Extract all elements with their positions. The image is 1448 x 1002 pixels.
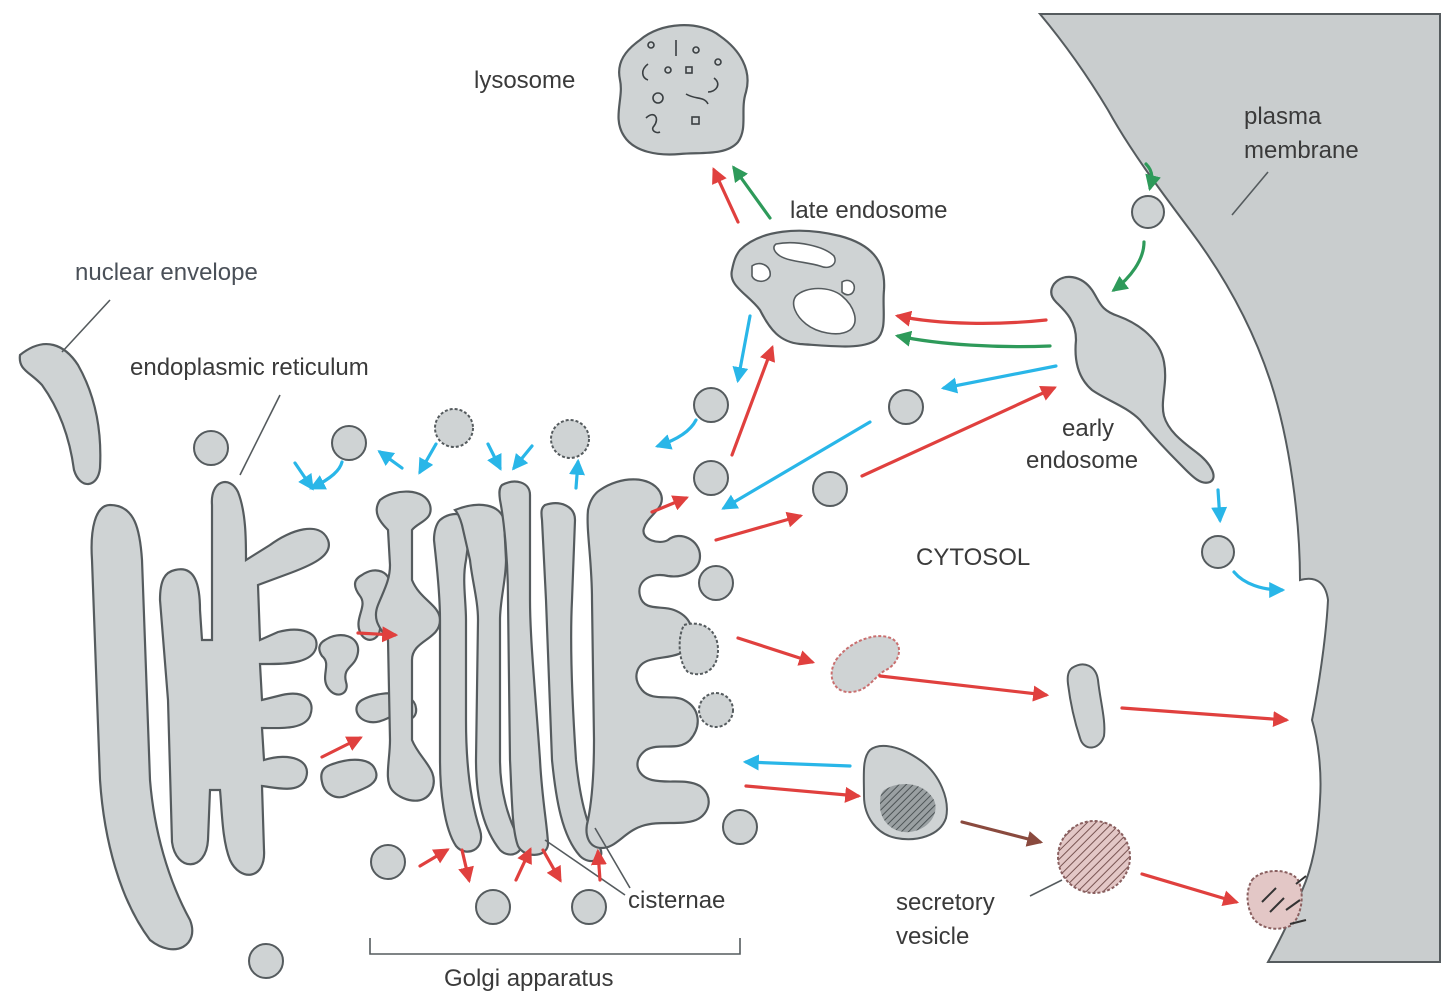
secretory-vesicle-leader	[1030, 880, 1062, 896]
nuclear-envelope-label: nuclear envelope	[75, 259, 258, 286]
endoplasmic-reticulum	[92, 482, 329, 949]
late-endosome-label: late endosome	[790, 197, 947, 224]
endoplasmic-reticulum-leader	[240, 395, 280, 475]
golgi-bracket	[370, 938, 740, 954]
early-endosome-label-2: endosome	[1026, 447, 1138, 474]
nuclear-envelope-leader	[62, 300, 110, 352]
secretory-vesicle-label-2: vesicle	[896, 923, 969, 950]
plasma-membrane	[1040, 14, 1440, 962]
late-endosome	[731, 231, 884, 347]
cisternae-label: cisternae	[628, 887, 725, 914]
endoplasmic-reticulum-label: endoplasmic reticulum	[130, 354, 369, 381]
lysosome-label: lysosome	[474, 67, 575, 94]
secretory-vesicle	[1058, 821, 1130, 893]
secretory-vesicle-label-1: secretory	[896, 889, 995, 916]
golgi-apparatus	[376, 479, 709, 861]
plasma-membrane-label-1: plasma	[1244, 103, 1322, 130]
exocytosis-site	[1248, 871, 1302, 929]
lysosome	[619, 25, 748, 154]
golgi-apparatus-label: Golgi apparatus	[444, 965, 613, 992]
plasma-membrane-label-2: membrane	[1244, 137, 1359, 164]
cytosol-label: CYTOSOL	[916, 544, 1030, 571]
nuclear-envelope	[20, 344, 101, 484]
early-endosome-label-1: early	[1062, 415, 1114, 442]
